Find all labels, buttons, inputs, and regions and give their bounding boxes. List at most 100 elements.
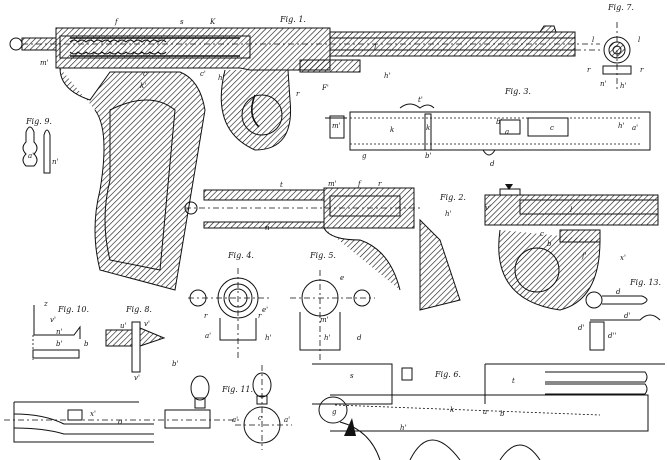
svg-text:r: r [640,66,644,74]
svg-text:n': n' [600,80,607,88]
svg-text:m': m' [328,180,337,188]
svg-text:b: b [547,240,552,248]
svg-text:c: c [550,124,554,132]
svg-text:h': h' [620,82,627,90]
svg-text:k: k [426,124,430,132]
magazine [419,218,461,311]
svg-text:t': t' [418,96,423,104]
svg-text:d': d' [578,324,584,332]
svg-text:f': f' [581,252,587,260]
svg-text:k': k' [140,82,146,90]
svg-text:v': v' [50,316,56,324]
figure-1: Fig. 1. f s K m' k' c c' h' r F' l h' [9,15,600,291]
svg-text:e: e [340,274,344,282]
svg-text:a': a' [28,152,34,160]
svg-text:a': a' [284,416,290,424]
svg-text:b': b' [425,152,431,160]
grip-panel [104,99,176,271]
svg-text:t: t [280,181,283,189]
barrel-spring [299,59,361,73]
svg-text:a: a [505,128,509,136]
svg-text:h': h' [445,210,452,218]
svg-text:a': a' [632,124,638,132]
figure-8: Fig. 8. u' v' v' b' [105,305,178,382]
trigger-guard-2 [498,229,601,311]
svg-text:s: s [350,372,354,380]
cartridge-profile [43,129,51,174]
svg-text:Fig. 9.: Fig. 9. [25,117,52,126]
figure-10: Fig. 10. z v' n' b' b [32,300,89,360]
svg-text:r: r [204,312,208,320]
svg-text:l: l [638,36,640,44]
svg-text:h': h' [618,122,625,130]
svg-text:a: a [483,408,487,416]
svg-text:b: b [84,340,89,348]
svg-text:k: k [450,406,454,414]
pointer-arrow [344,418,356,436]
svg-text:n: n [265,224,270,232]
figure-13: Fig. 13. d d' d' d'' [578,278,661,351]
grip-front [323,227,401,291]
svg-text:r: r [378,180,382,188]
svg-text:d: d [490,160,495,168]
svg-text:t: t [512,377,515,385]
figure-7: Fig. 7. l l r r n' h' [575,3,644,90]
svg-text:o: o [118,418,122,426]
svg-text:Fig. 10.: Fig. 10. [57,305,89,314]
svg-text:d'': d'' [608,332,616,340]
svg-text:b': b' [496,118,502,126]
figure-11: Fig. 11. a' c a' [190,365,292,450]
svg-text:Fig. 6.: Fig. 6. [434,370,461,379]
svg-text:s: s [180,18,184,26]
svg-text:g: g [332,408,337,416]
svg-text:r: r [587,66,591,74]
svg-text:n': n' [56,328,63,336]
svg-text:m': m' [40,59,49,67]
svg-text:h': h' [265,334,272,342]
figure-2: Fig. 2. t m' f r h' n v' c b l f' x' [184,180,659,311]
cartridge-side [22,126,38,167]
receiver-top-view [325,111,651,151]
svg-text:v': v' [144,320,150,328]
svg-text:Fig. 3.: Fig. 3. [504,87,531,96]
svg-text:Fig. 5.: Fig. 5. [309,251,336,260]
cocking-knob [9,37,23,51]
front-sight [539,25,557,33]
bolt-bore [59,35,251,59]
svg-text:m': m' [320,316,329,324]
barrel-2 [484,194,659,226]
grip-outline [59,67,206,291]
figure-1-title: Fig. 1. [279,15,306,24]
svg-text:h': h' [218,74,225,82]
svg-text:z: z [43,300,48,308]
svg-text:r: r [258,312,262,320]
svg-text:a': a' [205,332,211,340]
svg-text:u': u' [120,322,127,330]
svg-text:Fig. 13.: Fig. 13. [629,278,661,287]
svg-text:Fig. 2.: Fig. 2. [439,193,466,202]
cam-ring [585,291,603,309]
figure-4: Fig. 4. r r a' e' h' [188,251,272,360]
svg-text:m': m' [332,122,341,130]
svg-text:Fig. 4.: Fig. 4. [227,251,254,260]
svg-text:a': a' [232,416,238,424]
svg-text:Fig. 11.: Fig. 11. [221,385,253,394]
svg-text:x': x' [620,254,626,262]
svg-text:b: b [500,410,505,418]
svg-text:c: c [143,70,147,78]
svg-text:b': b' [56,340,62,348]
svg-text:v': v' [485,204,491,212]
svg-text:d: d [357,334,362,342]
figure-9: Fig. 9. a' n' [22,117,59,174]
svg-text:K: K [209,18,216,26]
recoil-spring [69,39,167,43]
svg-text:b': b' [172,360,178,368]
receiver-body [55,27,331,71]
svg-text:Fig. 8.: Fig. 8. [125,305,152,314]
svg-text:d: d [616,288,621,296]
svg-text:c': c' [200,70,206,78]
svg-text:n': n' [52,158,59,166]
svg-text:l: l [374,44,376,52]
svg-text:l: l [592,36,594,44]
